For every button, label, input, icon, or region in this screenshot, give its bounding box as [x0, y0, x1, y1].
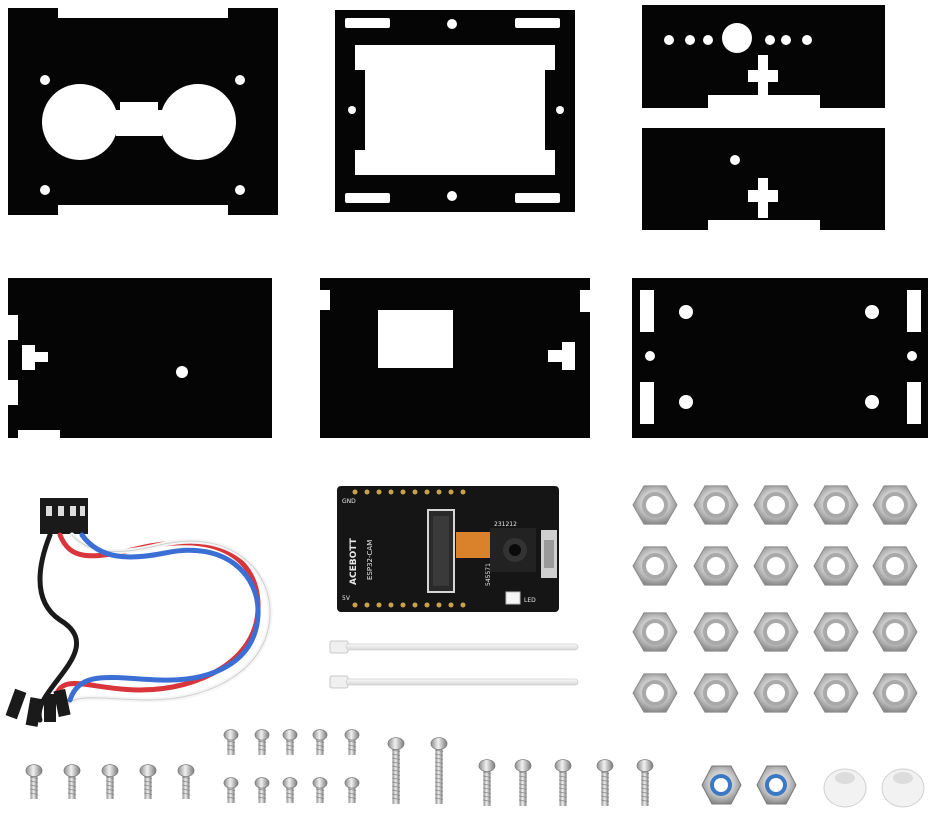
- hex-nut: [632, 546, 678, 586]
- acrylic-panel-back: [8, 278, 272, 438]
- small-screw: [254, 729, 270, 755]
- acrylic-panel-dual-hole: [8, 8, 278, 215]
- cable-ties: [329, 640, 579, 689]
- cable-tie: [329, 640, 579, 654]
- small-screw: [344, 729, 360, 755]
- hex-nut: [693, 612, 739, 652]
- cable-tie: [329, 675, 579, 689]
- nylon-spacer: [823, 768, 867, 808]
- esp32-cam-board: ACEBOTT ESP32-CAM 231212 545571 LED GND …: [337, 486, 559, 612]
- hex-nut: [693, 546, 739, 586]
- hex-nut: [753, 612, 799, 652]
- hex-nut: [813, 612, 859, 652]
- board-code-label: 231212: [494, 521, 517, 528]
- board-pin-label-5v: 5V: [342, 595, 351, 602]
- hex-nut: [813, 485, 859, 525]
- hex-nut: [632, 612, 678, 652]
- countersunk-screw: [387, 737, 405, 804]
- countersunk-screw: [514, 759, 532, 806]
- small-screw: [312, 729, 328, 755]
- board-pin-label-gnd: GND: [342, 498, 356, 505]
- hex-nut: [753, 546, 799, 586]
- hex-nut: [753, 673, 799, 713]
- countersunk-screw: [430, 737, 448, 804]
- hex-nut: [693, 673, 739, 713]
- hex-nut: [872, 673, 918, 713]
- pan-head-screw: [177, 764, 195, 799]
- board-brand-label: ACEBOTT: [349, 537, 359, 585]
- countersunk-screw: [478, 759, 496, 806]
- small-screw: [344, 777, 360, 803]
- small-screw: [223, 729, 239, 755]
- acrylic-panel-camera-mount: [642, 5, 885, 108]
- hex-nut-grid: [632, 485, 918, 713]
- jumper-cable: [5, 498, 273, 727]
- board-camera-code: 545571: [485, 563, 492, 586]
- acrylic-panel-side: [642, 128, 885, 230]
- hex-nut: [693, 485, 739, 525]
- pan-head-screw: [25, 764, 43, 799]
- hex-nut: [753, 485, 799, 525]
- pan-head-screw: [139, 764, 157, 799]
- lock-nut: [756, 765, 797, 805]
- hex-nut: [872, 546, 918, 586]
- acrylic-panel-base: [632, 278, 928, 438]
- hex-nut: [813, 546, 859, 586]
- small-screw: [254, 777, 270, 803]
- hex-nut: [813, 673, 859, 713]
- screw-set: [25, 729, 654, 806]
- nylon-spacer: [881, 768, 925, 808]
- hex-nut: [632, 485, 678, 525]
- small-screw: [282, 729, 298, 755]
- countersunk-screw: [596, 759, 614, 806]
- small-screw: [282, 777, 298, 803]
- lock-nuts: [701, 765, 797, 805]
- acrylic-panel-window: [320, 278, 590, 438]
- pan-head-screw: [101, 764, 119, 799]
- small-screw: [223, 777, 239, 803]
- small-screw: [312, 777, 328, 803]
- board-led-label: LED: [524, 597, 536, 604]
- countersunk-screw: [554, 759, 572, 806]
- pan-head-screw: [63, 764, 81, 799]
- acrylic-panel-frame: [335, 10, 575, 212]
- countersunk-screw: [636, 759, 654, 806]
- hex-nut: [872, 612, 918, 652]
- hex-nut: [632, 673, 678, 713]
- board-model-label: ESP32-CAM: [366, 540, 374, 580]
- lock-nut: [701, 765, 742, 805]
- hex-nut: [872, 485, 918, 525]
- nylon-spacers: [823, 768, 925, 808]
